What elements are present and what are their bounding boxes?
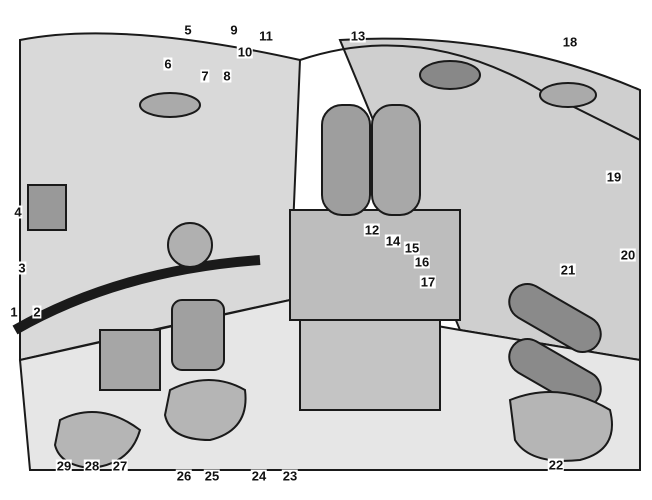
callout-7: 7 xyxy=(200,68,210,84)
ammo-round-1 xyxy=(508,283,602,353)
callout-17: 17 xyxy=(419,274,437,290)
callout-1: 1 xyxy=(9,304,19,320)
callout-25: 25 xyxy=(203,468,221,484)
callout-29: 29 xyxy=(55,458,73,474)
callout-20: 20 xyxy=(619,247,637,263)
callout-5: 5 xyxy=(183,22,193,38)
ammo-box-left xyxy=(99,329,161,391)
gun-mount xyxy=(299,319,441,411)
ammo-round-2 xyxy=(508,338,602,408)
callout-15: 15 xyxy=(403,240,421,256)
callout-21: 21 xyxy=(559,262,577,278)
recoil-cylinder-right xyxy=(371,104,421,216)
callout-4: 4 xyxy=(13,204,23,220)
periscope-mount xyxy=(139,92,201,118)
callout-26: 26 xyxy=(175,468,193,484)
loader-seat xyxy=(508,391,613,462)
periscope-mount-right xyxy=(539,82,597,108)
callout-10: 10 xyxy=(236,44,254,60)
seat-back xyxy=(171,299,225,371)
callout-3: 3 xyxy=(17,260,27,276)
callout-28: 28 xyxy=(83,458,101,474)
callout-12: 12 xyxy=(363,222,381,238)
callout-18: 18 xyxy=(561,34,579,50)
callout-11: 11 xyxy=(258,28,274,44)
recoil-cylinder-left xyxy=(321,104,371,216)
callout-24: 24 xyxy=(250,468,268,484)
callout-16: 16 xyxy=(413,254,431,270)
callout-14: 14 xyxy=(384,233,402,249)
gunner-seat xyxy=(163,379,247,442)
callout-27: 27 xyxy=(111,458,129,474)
callout-2: 2 xyxy=(32,304,42,320)
callout-8: 8 xyxy=(222,68,232,84)
callout-6: 6 xyxy=(163,56,173,72)
left-wall-box xyxy=(27,184,67,231)
ventilator xyxy=(419,60,481,90)
elevation-handwheel xyxy=(167,222,213,268)
callout-9: 9 xyxy=(229,22,239,38)
ceiling-cable xyxy=(299,44,641,141)
turret-ring xyxy=(12,255,261,335)
callout-19: 19 xyxy=(605,169,623,185)
callout-23: 23 xyxy=(281,468,299,484)
callout-13: 13 xyxy=(349,28,367,44)
callout-22: 22 xyxy=(547,457,565,473)
